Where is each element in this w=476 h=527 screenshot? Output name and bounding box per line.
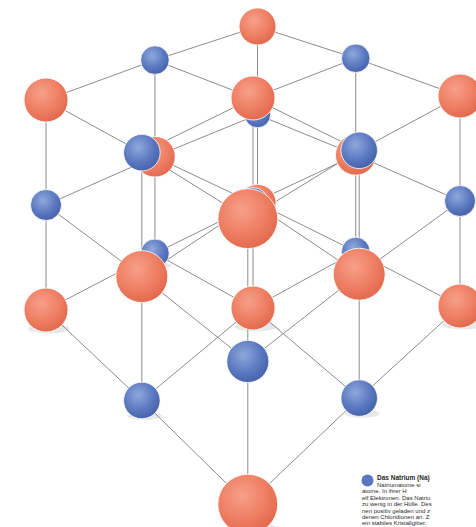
sodium-ion (341, 132, 378, 169)
caption-line: elf Elektronen. Das Natriu (362, 495, 430, 501)
legend-swatch (362, 475, 374, 487)
caption-line: nen positiv geladen und z (362, 508, 430, 514)
chloride-ion (24, 78, 68, 122)
caption-line: atome. In ihrer H (362, 488, 407, 494)
chloride-ion (24, 288, 68, 332)
chloride-ion (438, 74, 476, 118)
chloride-ion (231, 286, 275, 330)
sodium-ion (341, 44, 370, 73)
sodium-ion (141, 46, 170, 75)
caption-line: ein stabiles Kristallgitter. (362, 520, 426, 526)
chloride-ion (231, 76, 275, 120)
sodium-ion (31, 190, 62, 221)
legend-swatch-box (361, 474, 374, 487)
chloride-ion (438, 284, 476, 328)
chloride-ion (218, 474, 278, 527)
sodium-ion (341, 380, 378, 417)
chloride-ion (333, 248, 385, 300)
legend-heading: Das Natrium (Na) (377, 474, 430, 481)
sodium-ion (124, 134, 161, 171)
sodium-ion (445, 186, 476, 217)
chloride-ion (116, 251, 168, 303)
caption-line: denen Chloridionen an. Z (362, 514, 429, 520)
sodium-ion (124, 382, 161, 419)
sodium-ion (227, 340, 269, 382)
caption-line: Natriumatome si (377, 482, 421, 488)
caption-line: zu wenig in der Hülle. Des (362, 501, 432, 507)
chloride-ion (239, 8, 276, 45)
chloride-ion (218, 189, 278, 249)
